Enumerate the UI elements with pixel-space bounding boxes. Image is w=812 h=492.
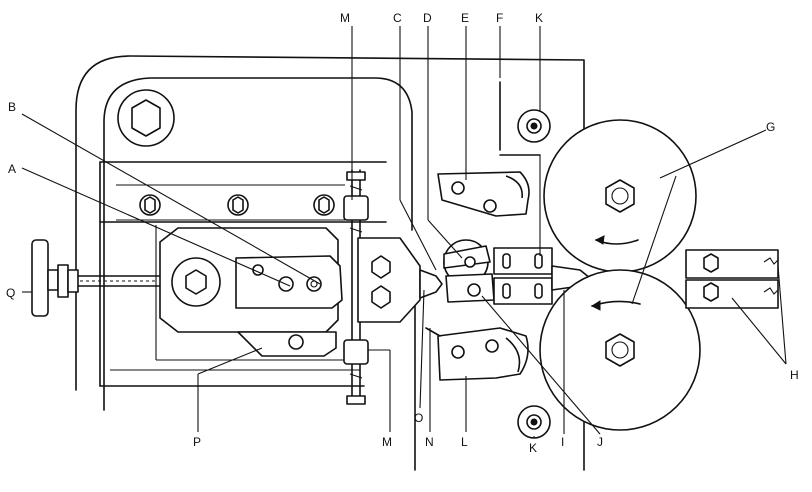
label-b: B bbox=[8, 100, 16, 114]
head-block bbox=[357, 237, 443, 323]
leader-lines bbox=[21, 26, 787, 438]
label-q: Q bbox=[6, 286, 15, 300]
label-g: G bbox=[766, 120, 775, 134]
label-n: N bbox=[425, 435, 434, 449]
label-j: J bbox=[597, 435, 603, 449]
lower-clamp bbox=[425, 327, 529, 381]
label-k-top: K bbox=[535, 11, 543, 25]
label-f: F bbox=[496, 11, 503, 25]
label-m-bottom: M bbox=[382, 435, 392, 449]
label-i: I bbox=[561, 435, 564, 449]
lower-plate bbox=[237, 331, 337, 357]
label-h: H bbox=[790, 368, 799, 382]
cutter-assembly bbox=[443, 239, 591, 305]
hex-bolt-large bbox=[117, 89, 175, 147]
label-o: O bbox=[414, 411, 423, 425]
upper-clamp bbox=[437, 171, 530, 217]
strip-h bbox=[685, 249, 779, 309]
label-c: C bbox=[393, 11, 402, 25]
adjusting-rod bbox=[343, 169, 369, 405]
part-labels: B A Q M C D E F K G H P M O N L K I J bbox=[6, 11, 799, 455]
carriage bbox=[159, 227, 343, 333]
label-d: D bbox=[423, 11, 432, 25]
label-p: P bbox=[193, 435, 201, 449]
label-a: A bbox=[8, 162, 16, 176]
slide-plate bbox=[99, 161, 387, 387]
bar-screws bbox=[139, 194, 335, 216]
rollers bbox=[539, 119, 701, 431]
label-l: L bbox=[461, 435, 468, 449]
label-k-bottom: K bbox=[529, 441, 537, 455]
label-e: E bbox=[461, 11, 469, 25]
label-m-top: M bbox=[340, 11, 350, 25]
handwheel bbox=[31, 239, 161, 317]
k-bolts bbox=[517, 109, 551, 439]
